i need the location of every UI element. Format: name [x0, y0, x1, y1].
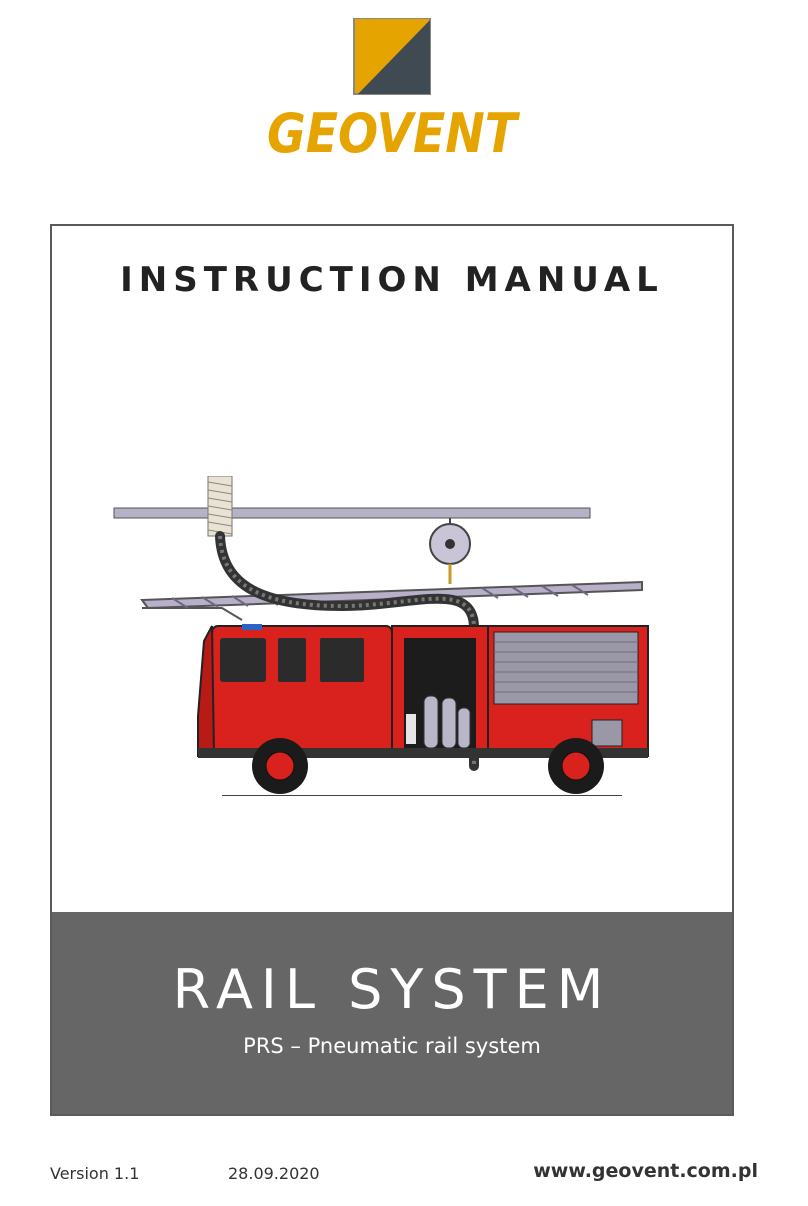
manual-heading: INSTRUCTION MANUAL — [120, 260, 664, 300]
release-date: 28.09.2020 — [228, 1164, 320, 1183]
version-label: Version 1.1 — [50, 1164, 140, 1183]
rail-beam — [113, 507, 591, 519]
cover-frame: INSTRUCTION MANUAL — [50, 224, 734, 1116]
brand-logo: GEOVENT — [0, 0, 808, 170]
fire-truck-illustration — [112, 475, 652, 800]
product-subtitle: PRS – Pneumatic rail system — [243, 1034, 541, 1058]
website-url: www.geovent.com.pl — [533, 1160, 758, 1182]
product-band: RAIL SYSTEM PRS – Pneumatic rail system — [52, 912, 732, 1114]
logo-mark — [353, 18, 431, 95]
logo-wordmark: GEOVENT — [268, 102, 521, 158]
product-title: RAIL SYSTEM — [172, 958, 612, 1021]
